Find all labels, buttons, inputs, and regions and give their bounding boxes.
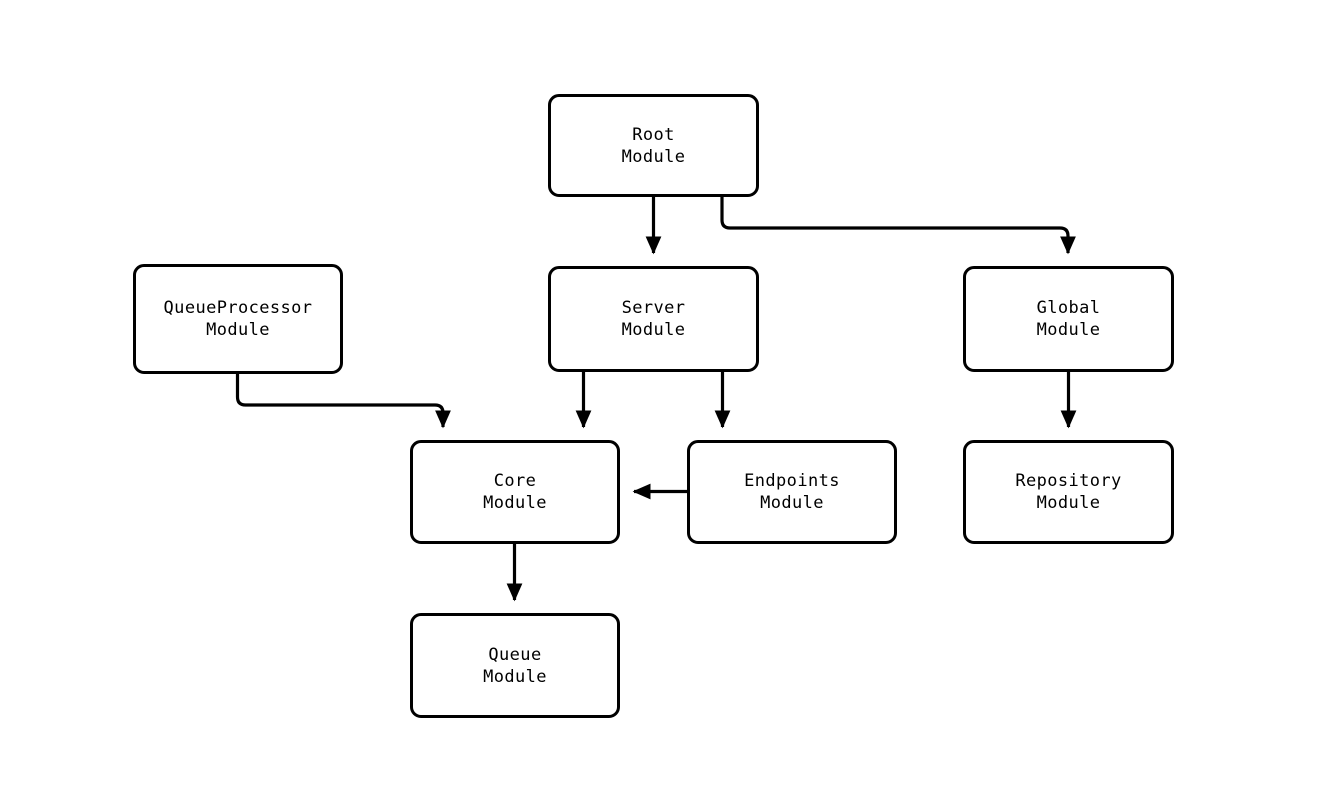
node-queue-line1: Queue — [488, 644, 542, 665]
edge-root-to-global — [720, 197, 1076, 255]
node-queueprocessor[interactable]: QueueProcessor Module — [133, 264, 343, 374]
node-repository-line2: Module — [1036, 493, 1101, 513]
node-server[interactable]: Server Module — [548, 266, 759, 372]
node-endpoints[interactable]: Endpoints Module — [687, 440, 897, 544]
node-endpoints-line2: Module — [760, 493, 824, 513]
node-global-line2: Module — [1036, 320, 1101, 340]
node-core-line2: Module — [483, 493, 547, 513]
node-root-line2: Module — [621, 146, 686, 167]
node-repository[interactable]: Repository Module — [963, 440, 1174, 544]
node-queue-line2: Module — [483, 666, 547, 687]
edge-queueprocessor-to-core — [235, 374, 451, 429]
node-global-line1: Global — [1036, 298, 1101, 318]
node-endpoints-line1: Endpoints — [744, 471, 840, 491]
node-queueprocessor-line1: QueueProcessor — [163, 298, 313, 318]
node-server-line2: Module — [621, 320, 686, 340]
node-repository-line1: Repository — [1015, 471, 1122, 491]
node-core-line1: Core — [493, 471, 537, 491]
node-root-line1: Root — [632, 124, 675, 145]
node-server-line1: Server — [621, 298, 686, 318]
node-queue[interactable]: Queue Module — [410, 613, 620, 718]
node-core[interactable]: Core Module — [410, 440, 620, 544]
node-queueprocessor-line2: Module — [206, 320, 270, 340]
node-global[interactable]: Global Module — [963, 266, 1174, 372]
node-root[interactable]: Root Module — [548, 94, 759, 197]
